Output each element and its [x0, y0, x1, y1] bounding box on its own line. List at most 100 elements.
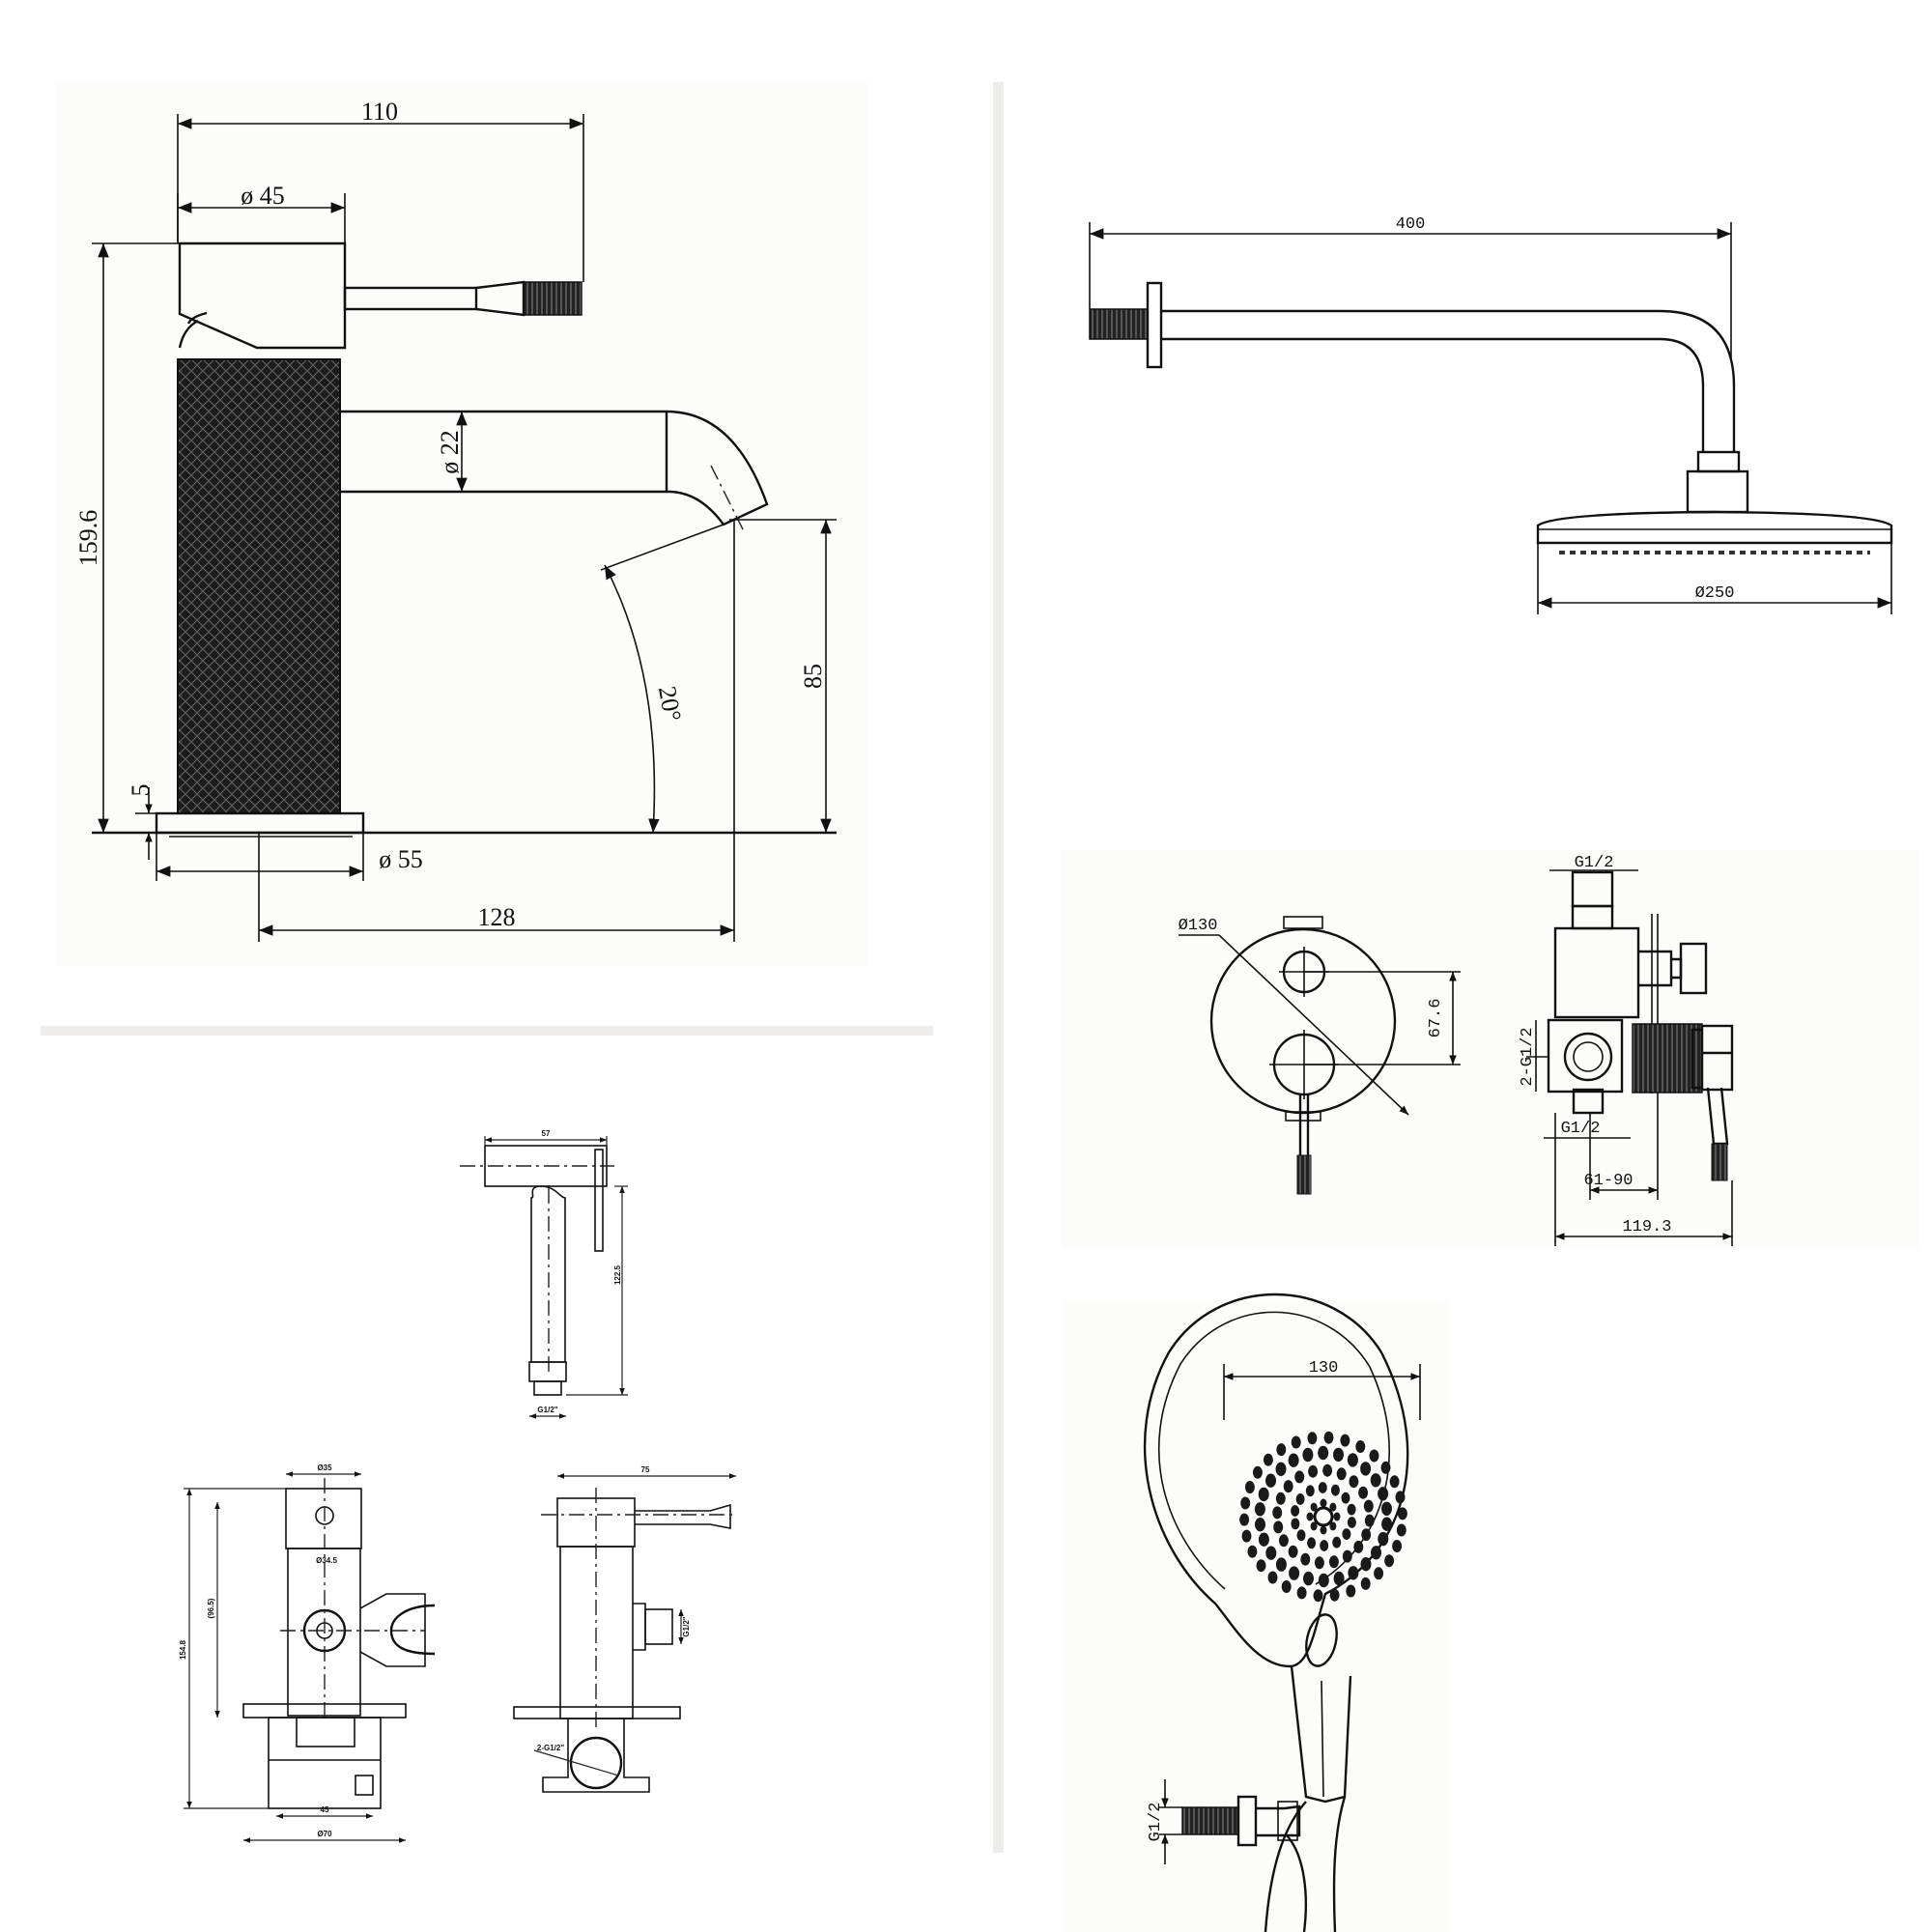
lever-grip [523, 281, 582, 316]
spray-nozzle [1310, 1521, 1318, 1531]
shower-arm [1161, 309, 1736, 452]
spray-nozzle [1295, 1493, 1305, 1505]
dim-bidet-body-width: Ø35 [317, 1463, 332, 1472]
spray-nozzle [1302, 1447, 1314, 1463]
spray-nozzle [1320, 1498, 1327, 1508]
bidet-side-inlet [569, 1736, 623, 1790]
spray-nozzle [1381, 1517, 1393, 1531]
spray-nozzle [1384, 1554, 1395, 1568]
dim-side-thread: 2-G1/2 [1519, 1027, 1537, 1086]
dim-bidet-side-reach: 75 [641, 1465, 650, 1474]
bidet-spray-drawing: 57 122.5 G1/2" Ø35 Ø34.5 154.8 (96.5) Ø7… [179, 1129, 736, 1843]
arm-thread [1089, 308, 1149, 340]
mode-button [1305, 1613, 1338, 1667]
spray-nozzle [1318, 1573, 1329, 1588]
wall-flange [1146, 281, 1163, 369]
spray-nozzle [1306, 1512, 1314, 1521]
spray-nozzle [1291, 1435, 1301, 1449]
spray-nozzle [1296, 1529, 1306, 1542]
spray-nozzle [1254, 1502, 1265, 1517]
spray-nozzle-rings [1239, 1431, 1407, 1603]
dim-rose-diameter: Ø250 [1695, 584, 1735, 603]
wall-elbow-thread [1181, 1806, 1239, 1835]
dim-handle-diameter: ø 45 [241, 182, 285, 210]
spray-nozzle [1258, 1532, 1269, 1547]
spray-nozzle [1358, 1486, 1369, 1499]
spray-nozzle [1333, 1447, 1344, 1463]
basin-mixer-drawing: 110 ø 45 159.6 ø 22 20° 85 5 ø 55 [74, 98, 837, 942]
dim-top-thread: G1/2 [1575, 854, 1614, 872]
spray-nozzle [1278, 1534, 1289, 1548]
spray-nozzle [1395, 1491, 1406, 1504]
spray-nozzle [1276, 1443, 1287, 1457]
dim-reach: 128 [478, 903, 516, 931]
dim-bidet-mixer-height: 154.8 [179, 1639, 187, 1660]
spray-nozzle [1360, 1557, 1372, 1572]
spray-nozzle [1347, 1503, 1356, 1516]
spray-nozzle [1300, 1552, 1311, 1566]
spray-nozzle [1275, 1462, 1287, 1477]
spray-nozzle [1397, 1507, 1407, 1520]
spray-nozzle [1303, 1571, 1314, 1586]
spray-nozzle [1289, 1566, 1300, 1580]
handle-neck [186, 311, 208, 325]
spray-nozzle [1380, 1461, 1391, 1474]
dim-base-thickness: 5 [127, 784, 155, 797]
dim-bidet-wall-thread: 2-G1/2" [537, 1744, 564, 1752]
spray-nozzle [1332, 1536, 1342, 1548]
spray-nozzle [1340, 1434, 1350, 1447]
spray-nozzle [1272, 1506, 1283, 1520]
front-lever-grip [1296, 1154, 1312, 1195]
spray-nozzle [1291, 1518, 1300, 1530]
spray-nozzle [1330, 1484, 1340, 1496]
side-lever-grip [1711, 1143, 1728, 1181]
dim-bidet-plate-width: 45 [321, 1805, 329, 1814]
lever [343, 286, 478, 311]
dim-spout-height: 85 [799, 664, 827, 689]
spray-nozzle [1307, 1432, 1318, 1445]
spray-nozzle [1281, 1580, 1292, 1593]
spray-nozzle [1240, 1496, 1251, 1510]
dim-spout-angle: 20° [653, 684, 687, 724]
spray-nozzle [1346, 1584, 1356, 1598]
spray-nozzle [1361, 1528, 1372, 1542]
spray-nozzle [1310, 1502, 1318, 1512]
spray-nozzle [1305, 1485, 1315, 1497]
rain-rose [1536, 510, 1893, 545]
dim-wall-depth: 61-90 [1583, 1172, 1633, 1190]
spray-nozzle [1370, 1473, 1381, 1488]
spray-nozzle [1329, 1521, 1337, 1531]
dim-overall-depth: 119.3 [1622, 1218, 1671, 1236]
spray-nozzle [1307, 1537, 1317, 1549]
dim-plate-diameter: Ø130 [1179, 917, 1218, 935]
spray-nozzle [1323, 1431, 1334, 1444]
dim-height: 159.6 [74, 510, 102, 567]
handle-cap [178, 242, 347, 350]
spray-nozzle [1265, 1546, 1277, 1560]
diverter-panel [1061, 850, 1918, 1248]
dim-bidet-side-height: 122.5 [613, 1264, 622, 1285]
spray-nozzle [1244, 1481, 1255, 1493]
spray-holder [359, 1593, 426, 1667]
dim-bidet-holder-note: Ø34.5 [316, 1556, 337, 1565]
dim-spout-diameter: ø 22 [436, 430, 464, 474]
spout [340, 410, 769, 526]
spray-nozzle [1273, 1520, 1284, 1534]
spray-nozzle [1336, 1467, 1347, 1481]
spray-nozzle [1318, 1445, 1329, 1461]
spray-nozzle [1313, 1589, 1323, 1603]
spray-nozzle [1267, 1571, 1278, 1584]
spray-nozzle [1389, 1475, 1400, 1489]
spray-nozzle [1320, 1540, 1329, 1551]
dim-bottom-thread: G1/2 [1561, 1120, 1601, 1138]
spray-nozzle [1314, 1556, 1324, 1570]
spray-nozzle [1342, 1549, 1352, 1563]
spray-nozzle [1256, 1559, 1266, 1573]
dim-base-diameter: ø 55 [379, 845, 423, 873]
spray-nozzle [1283, 1480, 1293, 1493]
dim-bidet-inlet: G1/2" [537, 1406, 557, 1414]
side-inlet [1563, 1032, 1613, 1082]
spray-nozzle [1353, 1540, 1364, 1553]
spray-nozzle [1381, 1501, 1392, 1517]
dim-bidet-base-width: Ø70 [317, 1830, 332, 1838]
